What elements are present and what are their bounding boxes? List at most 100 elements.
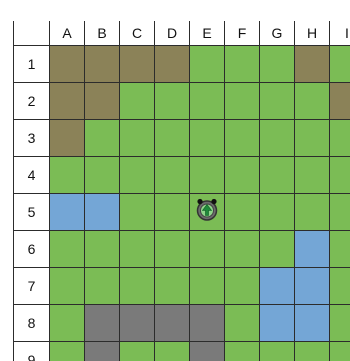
tile-g2-grass[interactable] xyxy=(260,83,294,119)
tile-g7-water[interactable] xyxy=(260,268,294,304)
column-header-b: B xyxy=(85,21,119,45)
tile-d1-mud[interactable] xyxy=(155,46,189,82)
tile-i1-grass[interactable] xyxy=(330,46,350,82)
tile-a6-grass[interactable] xyxy=(50,231,84,267)
tile-g9-grass[interactable] xyxy=(260,342,294,361)
tile-i6-grass[interactable] xyxy=(330,231,350,267)
tile-c6-grass[interactable] xyxy=(120,231,154,267)
tile-f7-grass[interactable] xyxy=(225,268,259,304)
row-header-3: 3 xyxy=(14,120,49,156)
tile-c1-mud[interactable] xyxy=(120,46,154,82)
tile-i5-grass[interactable] xyxy=(330,194,350,230)
column-header-c: C xyxy=(120,21,154,45)
tile-b6-grass[interactable] xyxy=(85,231,119,267)
column-header-e: E xyxy=(190,21,224,45)
tile-g8-water[interactable] xyxy=(260,305,294,341)
tile-d2-grass[interactable] xyxy=(155,83,189,119)
tile-c2-grass[interactable] xyxy=(120,83,154,119)
tile-i8-grass[interactable] xyxy=(330,305,350,341)
tile-c4-grass[interactable] xyxy=(120,157,154,193)
tile-a2-mud[interactable] xyxy=(50,83,84,119)
tile-a3-mud[interactable] xyxy=(50,120,84,156)
tile-h2-grass[interactable] xyxy=(295,83,329,119)
tile-d3-grass[interactable] xyxy=(155,120,189,156)
tile-c8-rock[interactable] xyxy=(120,305,154,341)
tile-b4-grass[interactable] xyxy=(85,157,119,193)
tile-e9-rock[interactable] xyxy=(190,342,224,361)
row-header-5: 5 xyxy=(14,194,49,230)
tile-d9-grass[interactable] xyxy=(155,342,189,361)
tile-f1-grass[interactable] xyxy=(225,46,259,82)
tile-i9-grass[interactable] xyxy=(330,342,350,361)
tile-b2-mud[interactable] xyxy=(85,83,119,119)
grid-corner xyxy=(14,21,49,45)
tile-a1-mud[interactable] xyxy=(50,46,84,82)
column-header-h: H xyxy=(295,21,329,45)
tile-h4-grass[interactable] xyxy=(295,157,329,193)
tile-f8-grass[interactable] xyxy=(225,305,259,341)
tile-i3-grass[interactable] xyxy=(330,120,350,156)
tile-b5-water[interactable] xyxy=(85,194,119,230)
tile-c3-grass[interactable] xyxy=(120,120,154,156)
row-header-9: 9 xyxy=(14,342,49,361)
tile-a7-grass[interactable] xyxy=(50,268,84,304)
tile-e5-grass[interactable] xyxy=(190,194,224,230)
tile-f3-grass[interactable] xyxy=(225,120,259,156)
tile-d8-rock[interactable] xyxy=(155,305,189,341)
tile-b9-rock[interactable] xyxy=(85,342,119,361)
tile-h8-water[interactable] xyxy=(295,305,329,341)
tile-c5-grass[interactable] xyxy=(120,194,154,230)
tile-f4-grass[interactable] xyxy=(225,157,259,193)
tile-g5-grass[interactable] xyxy=(260,194,294,230)
tile-a4-grass[interactable] xyxy=(50,157,84,193)
tile-f6-grass[interactable] xyxy=(225,231,259,267)
tile-h3-grass[interactable] xyxy=(295,120,329,156)
tile-h6-water[interactable] xyxy=(295,231,329,267)
tile-i4-grass[interactable] xyxy=(330,157,350,193)
tile-b3-grass[interactable] xyxy=(85,120,119,156)
tile-h5-grass[interactable] xyxy=(295,194,329,230)
column-header-d: D xyxy=(155,21,189,45)
tile-a8-grass[interactable] xyxy=(50,305,84,341)
tile-f2-grass[interactable] xyxy=(225,83,259,119)
column-header-g: G xyxy=(260,21,294,45)
tile-e3-grass[interactable] xyxy=(190,120,224,156)
column-header-i: I xyxy=(330,21,350,45)
tile-g1-grass[interactable] xyxy=(260,46,294,82)
tile-d5-grass[interactable] xyxy=(155,194,189,230)
tile-b1-mud[interactable] xyxy=(85,46,119,82)
tile-c9-grass[interactable] xyxy=(120,342,154,361)
row-header-8: 8 xyxy=(14,305,49,341)
column-header-a: A xyxy=(50,21,84,45)
tile-d4-grass[interactable] xyxy=(155,157,189,193)
tile-b7-grass[interactable] xyxy=(85,268,119,304)
tile-b8-rock[interactable] xyxy=(85,305,119,341)
tile-e1-grass[interactable] xyxy=(190,46,224,82)
row-header-6: 6 xyxy=(14,231,49,267)
tile-e4-grass[interactable] xyxy=(190,157,224,193)
tile-h1-mud[interactable] xyxy=(295,46,329,82)
tile-g3-grass[interactable] xyxy=(260,120,294,156)
tile-g4-grass[interactable] xyxy=(260,157,294,193)
tile-d7-grass[interactable] xyxy=(155,268,189,304)
column-header-f: F xyxy=(225,21,259,45)
tile-e7-grass[interactable] xyxy=(190,268,224,304)
tile-i7-grass[interactable] xyxy=(330,268,350,304)
tile-a5-water[interactable] xyxy=(50,194,84,230)
tile-a9-grass[interactable] xyxy=(50,342,84,361)
row-header-1: 1 xyxy=(14,46,49,82)
tile-f5-grass[interactable] xyxy=(225,194,259,230)
tile-h7-water[interactable] xyxy=(295,268,329,304)
row-header-4: 4 xyxy=(14,157,49,193)
tile-d6-grass[interactable] xyxy=(155,231,189,267)
tile-e2-grass[interactable] xyxy=(190,83,224,119)
tile-e6-grass[interactable] xyxy=(190,231,224,267)
tile-e8-rock[interactable] xyxy=(190,305,224,341)
tile-f9-grass[interactable] xyxy=(225,342,259,361)
tile-h9-grass[interactable] xyxy=(295,342,329,361)
tile-c7-grass[interactable] xyxy=(120,268,154,304)
tile-g6-grass[interactable] xyxy=(260,231,294,267)
tile-i2-mud[interactable] xyxy=(330,83,350,119)
